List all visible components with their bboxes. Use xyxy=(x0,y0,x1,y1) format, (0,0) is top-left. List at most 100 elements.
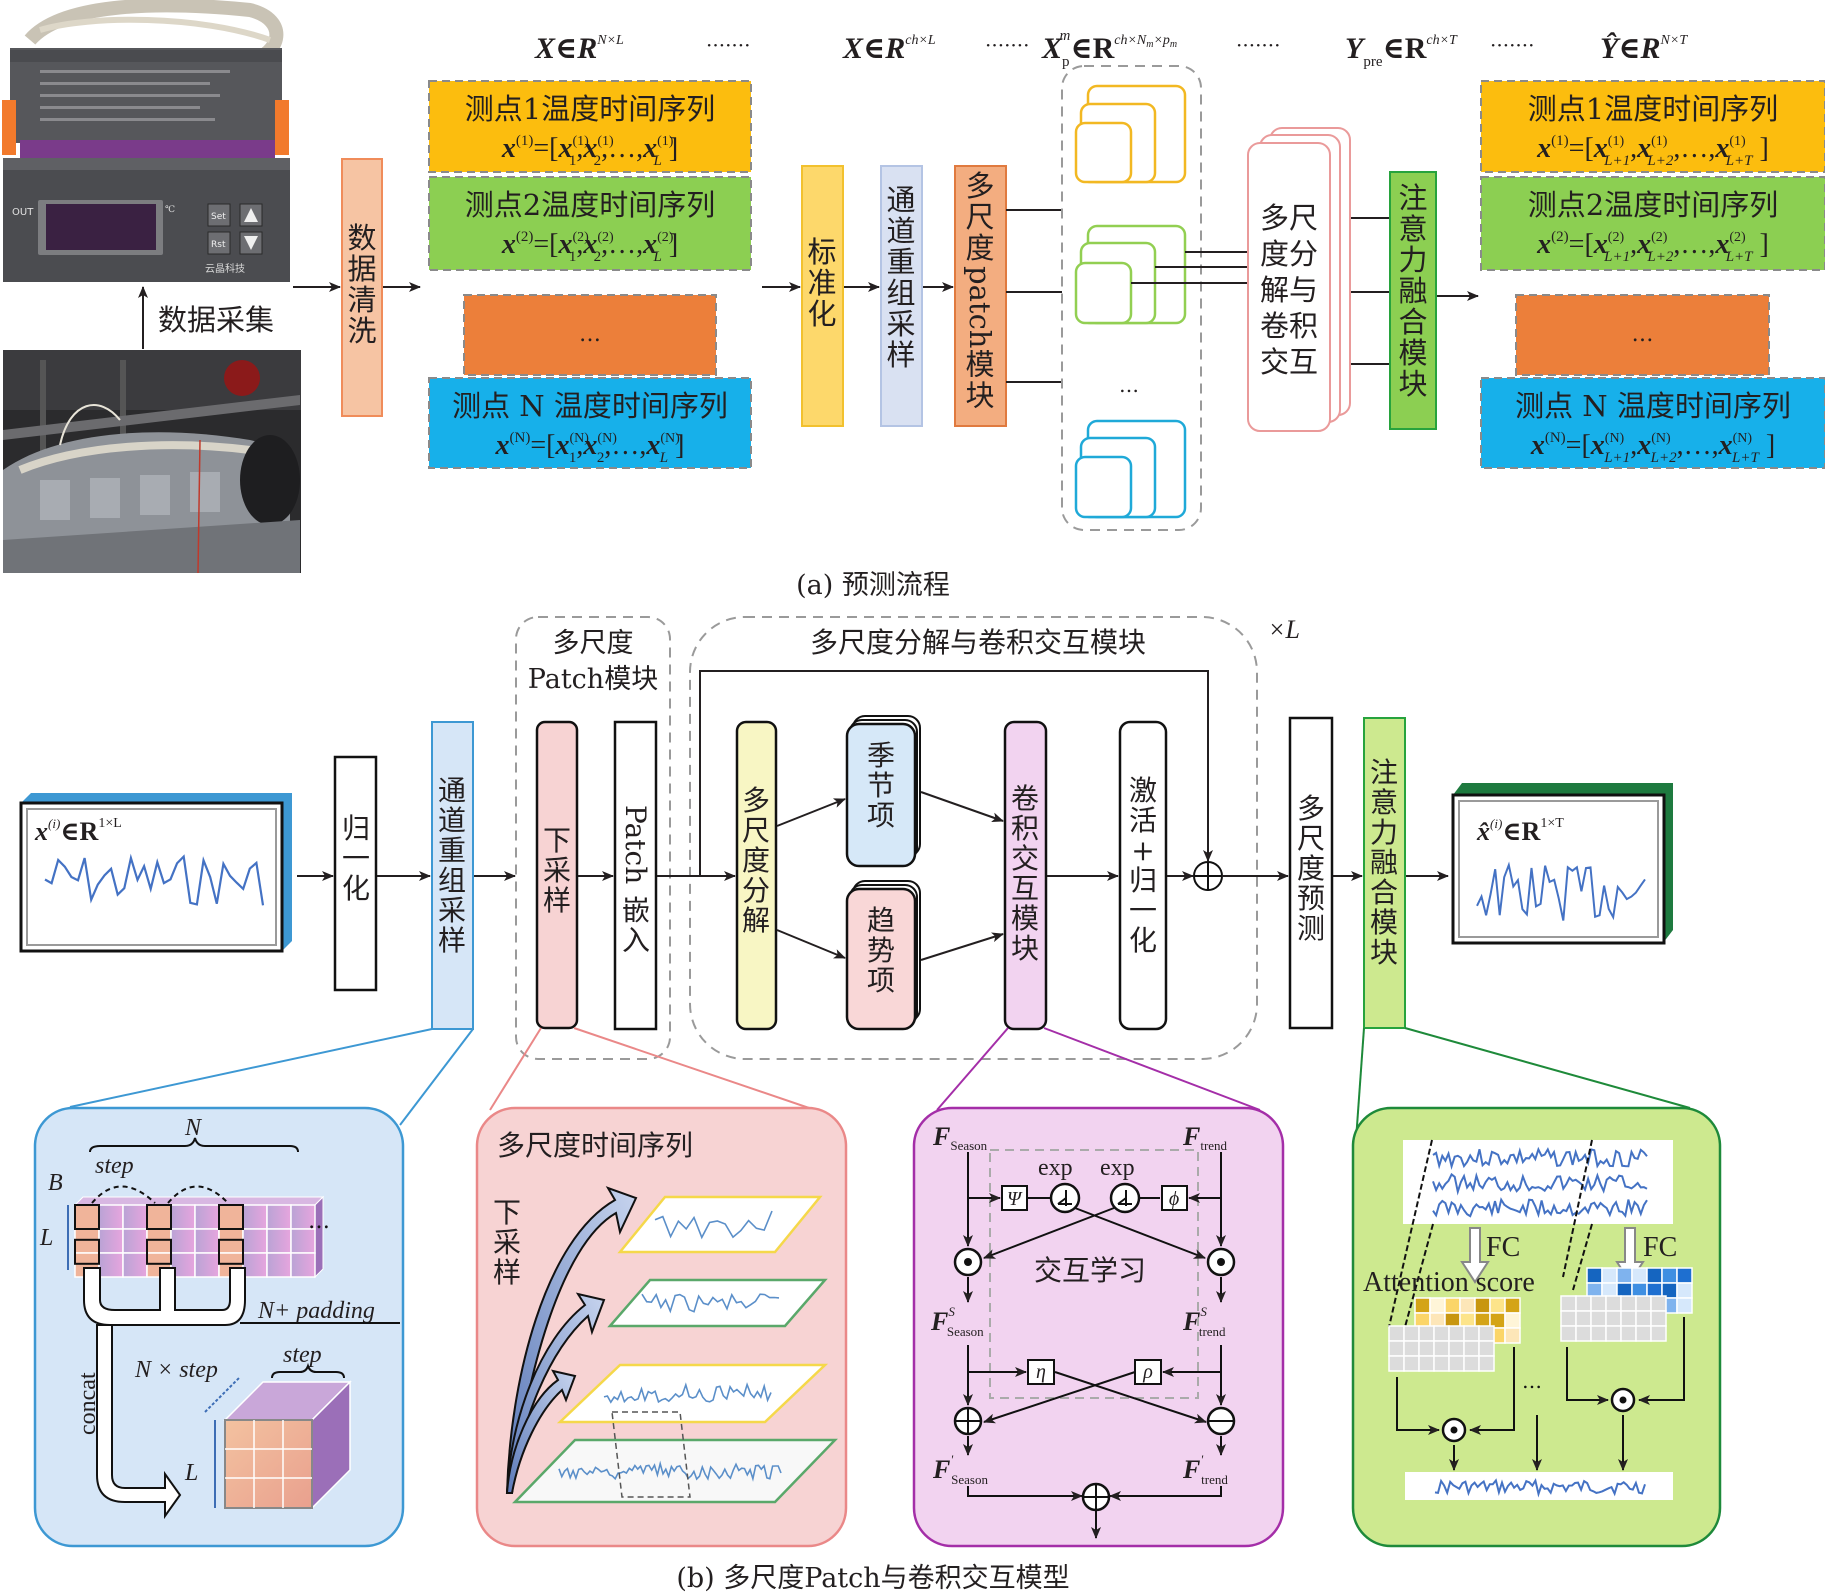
attention-cell xyxy=(1504,1327,1521,1344)
eta-box: η xyxy=(1027,1359,1055,1385)
svg-text:ρ: ρ xyxy=(1142,1361,1153,1383)
attention-cell xyxy=(1631,1267,1648,1284)
vertical-latin-text: patch xyxy=(963,266,997,348)
multiscale-predict-block xyxy=(1288,716,1334,1030)
brace-N xyxy=(89,1137,299,1153)
patch-group-title-2: Patch模块 xyxy=(528,664,658,695)
formula-patch: Xpm∈Rch×Nm×pm xyxy=(1041,28,1177,70)
conv-interact-block xyxy=(1003,720,1048,1031)
patch-cube-outline xyxy=(146,1238,172,1265)
panel-channel-resample: N step B L … N+ padding concat N × step … xyxy=(33,1106,405,1548)
attention-fusion-block-b xyxy=(1363,717,1406,1029)
attention-cell xyxy=(1676,1267,1693,1284)
concat-arrow xyxy=(96,1324,182,1520)
patch-stack-yellow xyxy=(1074,84,1187,184)
patch-embed-block xyxy=(613,720,658,1031)
series-title: 测点1温度时间序列 xyxy=(465,92,715,126)
attention-cell xyxy=(1418,1325,1435,1342)
dots-3: ······· xyxy=(1236,33,1281,57)
cube-cell xyxy=(218,1228,244,1254)
attention-fusion-label-a: 注意力融合模块 xyxy=(1398,181,1427,401)
interaction-dashed-region xyxy=(989,1149,1199,1399)
attention-cell xyxy=(1560,1310,1577,1327)
callout-blue-left xyxy=(69,1028,433,1108)
attention-cell xyxy=(1429,1297,1446,1314)
series-box-bg xyxy=(428,176,752,271)
patch-embed-label: 嵌入 xyxy=(622,894,650,957)
add-bottom-icon xyxy=(1081,1482,1111,1512)
residual-connection xyxy=(699,670,1213,876)
label-step: step xyxy=(95,1153,134,1179)
attention-cell xyxy=(1676,1282,1693,1299)
cube-cell xyxy=(194,1228,220,1254)
normalize-label: 归一化 xyxy=(342,812,370,905)
cube-cell xyxy=(290,1204,316,1230)
series-box-bg xyxy=(1480,80,1825,173)
attention-cell xyxy=(1459,1297,1476,1314)
cube-row xyxy=(73,1195,325,1279)
f-trend-top: Ftrend xyxy=(1182,1122,1228,1153)
formula-row: X∈RN×L ······· X∈Rch×L ······· Xpm∈Rch×N… xyxy=(534,28,1688,70)
device-set-button: Set xyxy=(211,212,226,222)
rho-box: ρ xyxy=(1134,1359,1162,1385)
cube-cell xyxy=(122,1204,148,1230)
standardize-label: 标准化 xyxy=(807,235,836,331)
label-step-2: step xyxy=(283,1342,322,1368)
subtract-right-icon xyxy=(1206,1406,1236,1436)
patch-cube-outline xyxy=(74,1238,100,1265)
attention-cell xyxy=(1560,1295,1577,1312)
multiscale-patch-block: 多尺度模块 patch xyxy=(954,165,1007,427)
attention-cell xyxy=(1590,1310,1607,1327)
attention-cell xyxy=(1620,1325,1637,1342)
conv-interact-label: 卷积交互模块 xyxy=(1011,782,1039,965)
multiscale-patch-label: 多尺度模块 xyxy=(965,169,994,412)
input-series-line xyxy=(44,853,265,906)
cube-cell xyxy=(290,1228,316,1254)
series-formula: x(N)=[x(N)L+1,x(N)L+2,…,x(N)L+T ] xyxy=(1530,430,1775,466)
attention-cell xyxy=(1463,1325,1480,1342)
label-concat: concat xyxy=(75,1372,101,1435)
channel-resample-block: 通道重组采样 xyxy=(880,165,923,427)
series-box-bg xyxy=(463,294,717,376)
formula-output: Ŷ∈RN×T xyxy=(1600,32,1688,65)
stacked-cube xyxy=(204,1376,352,1510)
series-box: 测点1温度时间序列x(1)=[x(1)L+1,x(1)L+2,…,x(1)L+T… xyxy=(1480,80,1825,173)
panel-multiscale: 多尺度时间序列 下采样 xyxy=(475,1106,848,1548)
patch-cube-outline xyxy=(74,1204,100,1230)
patch-module-group: 多尺度 Patch模块 下采样 Patch 嵌入 xyxy=(515,616,671,1060)
scale-plane xyxy=(607,1278,828,1328)
output-series-line xyxy=(1476,861,1646,921)
series-title: 测点2温度时间序列 xyxy=(1528,188,1778,222)
attention-cell xyxy=(1504,1297,1521,1314)
attention-cell xyxy=(1650,1325,1667,1342)
series-formula: x(2)=[x(2)1,x(2)2,…,x(2)L ] xyxy=(501,229,678,265)
site-photo xyxy=(3,350,301,574)
attention-hadamard-right xyxy=(1610,1387,1636,1413)
series-formula: x(1)=[x(1)L+1,x(1)L+2,…,x(1)L+T ] xyxy=(1536,133,1769,169)
attention-cell xyxy=(1650,1295,1667,1312)
cube-cell xyxy=(266,1252,292,1278)
callout-pink-right xyxy=(573,1027,816,1111)
scale-series xyxy=(603,1382,772,1404)
attention-cell xyxy=(1388,1355,1405,1372)
decomp-conv-block: 多尺度分解与卷积交互 xyxy=(1247,127,1351,432)
attention-cell xyxy=(1661,1267,1678,1284)
attention-cell xyxy=(1601,1267,1618,1284)
patch-cube-outline xyxy=(218,1238,244,1265)
svg-text:η: η xyxy=(1036,1361,1046,1383)
attention-cell xyxy=(1448,1340,1465,1357)
channel-resample-label: 通道重组采样 xyxy=(886,183,915,372)
series-box-bg xyxy=(1480,377,1825,469)
multiscale-decomp-block xyxy=(735,720,778,1031)
activation-norm-block xyxy=(1118,720,1168,1031)
attention-cell xyxy=(1605,1295,1622,1312)
series-box-bg xyxy=(1515,294,1770,376)
attention-cell xyxy=(1575,1295,1592,1312)
attention-hadamard-left xyxy=(1441,1417,1467,1443)
exp-node-left xyxy=(1049,1182,1081,1214)
svg-text:ϕ: ϕ xyxy=(1169,1188,1179,1210)
cube-cell xyxy=(194,1252,220,1278)
attention-cell xyxy=(1650,1310,1667,1327)
